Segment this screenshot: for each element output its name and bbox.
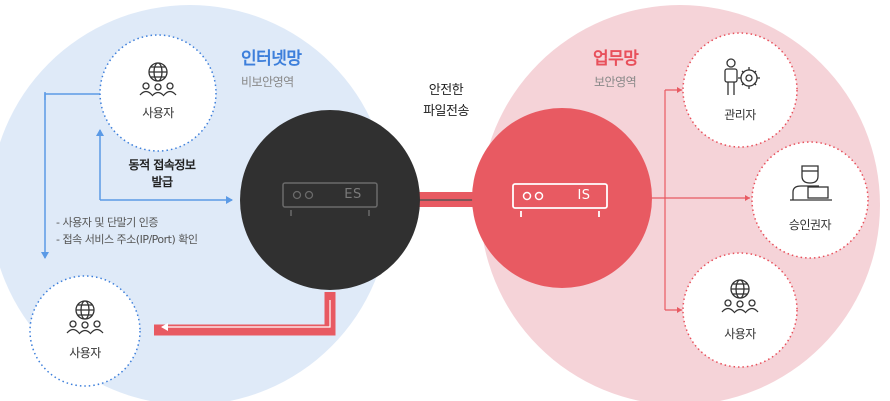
is-label: IS (577, 188, 591, 203)
approver-laptop-icon (790, 165, 832, 201)
secure-transfer-line1: 안전한 (428, 83, 464, 98)
business-user-label: 사용자 (724, 327, 756, 341)
globe-users-icon (139, 62, 177, 97)
blue-links (41, 92, 233, 259)
internet-zone-subtitle: 비보안영역 (241, 75, 294, 89)
bottom-user-label: 사용자 (69, 346, 101, 360)
es-to-user-link (154, 292, 336, 336)
business-zone-subtitle: 보안영역 (594, 75, 637, 89)
verify-note-line2: - 접속 서비스 주소(IP/Port) 확인 (56, 233, 198, 246)
top-user-label: 사용자 (142, 106, 174, 120)
es-label: ES (344, 187, 362, 202)
secure-transfer-label: 안전한 파일전송 (396, 80, 496, 122)
is-to-nodes-links (640, 87, 750, 313)
admin-gear-icon (724, 58, 760, 95)
es-server (240, 110, 420, 290)
dynamic-info-line2: 발급 (151, 175, 173, 189)
globe-users-icon (66, 300, 104, 335)
admin-label: 관리자 (724, 108, 756, 122)
globe-users-icon (721, 279, 759, 314)
is-server (472, 108, 652, 288)
business-zone-title: 업무망 (593, 49, 639, 69)
dynamic-info-line1: 동적 접속정보 (128, 158, 196, 172)
admin-node (682, 32, 798, 148)
approver-label: 승인권자 (788, 218, 832, 232)
secure-transfer-line2: 파일전송 (423, 104, 469, 119)
verify-notes: - 사용자 및 단말기 인증 - 접속 서비스 주소(IP/Port) 확인 (56, 214, 198, 248)
internet-zone-title: 인터넷망 (241, 49, 302, 69)
verify-note-line1: - 사용자 및 단말기 인증 (56, 216, 159, 229)
dynamic-info-label: 동적 접속정보 발급 (112, 157, 212, 191)
